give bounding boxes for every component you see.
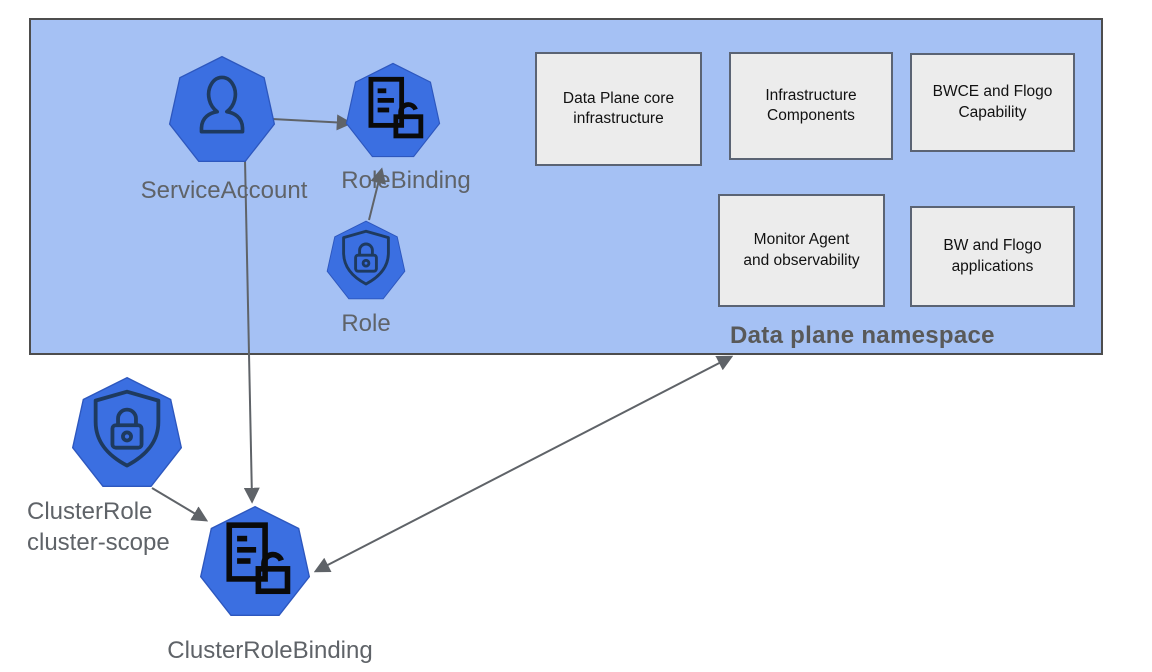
box-bw-flogo-applications: BW and Flogo applications [910, 206, 1075, 307]
document-lock-icon [345, 62, 441, 158]
box-bwce-flogo-capability: BWCE and Flogo Capability [910, 53, 1075, 152]
node-cluster-role [71, 376, 183, 488]
box-monitor-agent-observability: Monitor Agent and observability [718, 194, 885, 307]
shield-lock-icon [71, 376, 183, 487]
box-data-plane-core-infrastructure: Data Plane core infrastructure [535, 52, 702, 166]
document-lock-icon [199, 505, 311, 616]
node-label-cluster-role: ClusterRole cluster-scope [27, 498, 170, 556]
node-label-cluster-role-binding: ClusterRoleBinding [167, 637, 373, 664]
arrow-clusterrole-to-clusterrolebinding [151, 487, 209, 522]
box-label: Monitor Agent and observability [743, 231, 860, 269]
box-label: BW and Flogo applications [943, 237, 1042, 275]
node-role-binding [345, 62, 441, 158]
node-label-role-binding: RoleBinding [341, 167, 471, 194]
node-role [326, 220, 406, 300]
node-label-role: Role [341, 310, 391, 337]
arrow-clusterrolebinding-to-namespace [313, 355, 734, 573]
arrow-serviceaccount-to-clusterrolebinding [243, 159, 260, 504]
namespace-title: Data plane namespace [730, 322, 995, 349]
user-icon [168, 55, 276, 163]
shield-lock-icon [326, 220, 406, 300]
node-label-service-account: ServiceAccount [140, 177, 308, 204]
node-cluster-role-binding [199, 505, 311, 617]
arrow-role-to-rolebinding [368, 167, 387, 221]
node-service-account [168, 55, 276, 163]
box-label: Data Plane core infrastructure [562, 89, 675, 127]
box-label: BWCE and Flogo Capability [932, 83, 1053, 121]
arrow-serviceaccount-to-rolebinding [271, 114, 353, 131]
box-infrastructure-components: Infrastructure Components [729, 52, 893, 160]
data-plane-namespace-box: Data Plane core infrastructure Infrastru… [29, 18, 1103, 355]
box-label: Infrastructure Components [765, 86, 857, 124]
